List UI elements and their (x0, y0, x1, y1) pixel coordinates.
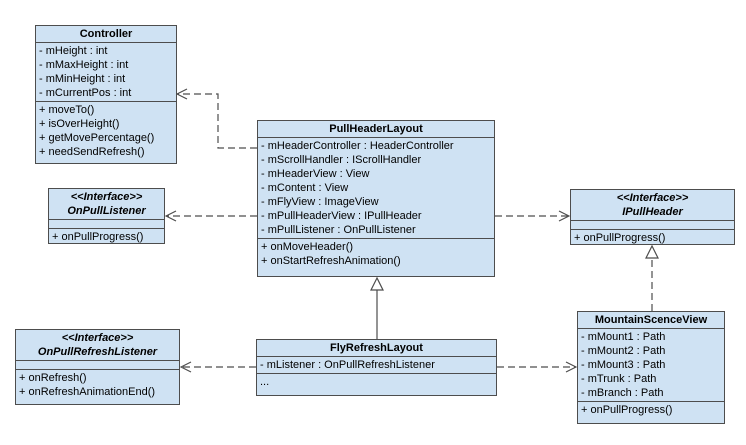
attribute: - mMount2 : Path (581, 345, 666, 357)
attribute: - mFlyView : ImageView (261, 196, 379, 208)
interface-onpullrefreshlistener[interactable]: <<Interface>> OnPullRefreshListener + on… (15, 329, 180, 405)
attribute: - mPullListener : OnPullListener (261, 224, 416, 236)
attribute: - mMinHeight : int (39, 73, 126, 85)
attribute: - mHeaderView : View (261, 168, 370, 180)
method: + onRefreshAnimationEnd() (19, 386, 156, 398)
stereotype: <<Interface>> (61, 332, 134, 344)
attribute: - mHeaderController : HeaderController (261, 140, 454, 152)
class-name: FlyRefreshLayout (257, 340, 496, 357)
inheritance-arrowhead (370, 276, 384, 291)
methods-section: + onPullProgress() (578, 402, 724, 418)
class-name: OnPullRefreshListener (37, 346, 158, 358)
methods-section: + onPullProgress() (49, 229, 164, 245)
attribute: - mTrunk : Path (581, 373, 657, 385)
attribute: - mPullHeaderView : IPullHeader (261, 210, 422, 222)
attribute: - mContent : View (261, 182, 349, 194)
attribute: - mHeight : int (39, 45, 108, 57)
class-name: IPullHeader (622, 206, 683, 218)
method: + needSendRefresh() (39, 146, 145, 158)
class-pullheaderlayout[interactable]: PullHeaderLayout - mHeaderController : H… (257, 120, 495, 277)
stereotype: <<Interface>> (616, 192, 689, 204)
methods-section: + moveTo() + isOverHeight() + getMovePer… (36, 102, 176, 160)
method: + onPullProgress() (52, 231, 144, 243)
interface-ipullheader[interactable]: <<Interface>> IPullHeader + onPullProgre… (570, 189, 735, 245)
class-controller[interactable]: Controller - mHeight : int - mMaxHeight … (35, 25, 177, 164)
realization-arrowhead (645, 244, 659, 259)
attribute: - mMount3 : Path (581, 359, 666, 371)
methods-section: + onRefresh() + onRefreshAnimationEnd() (16, 370, 179, 400)
attribute: - mBranch : Path (581, 387, 664, 399)
class-header: <<Interface>> IPullHeader (571, 190, 734, 221)
method: + onRefresh() (19, 372, 87, 384)
dependency-pullheader-controller (177, 94, 257, 149)
interface-onpulllistener[interactable]: <<Interface>> OnPullListener + onPullPro… (48, 188, 165, 244)
attributes-section: - mHeaderController : HeaderController -… (258, 138, 494, 239)
attributes-section: - mHeight : int - mMaxHeight : int - mMi… (36, 43, 176, 102)
class-header: <<Interface>> OnPullRefreshListener (16, 330, 179, 361)
methods-section: ... (257, 374, 496, 390)
attributes-section (16, 361, 179, 370)
attribute: - mScrollHandler : IScrollHandler (261, 154, 422, 166)
attribute: - mMount1 : Path (581, 331, 666, 343)
attributes-section: - mListener : OnPullRefreshListener (257, 357, 496, 374)
class-name: OnPullListener (67, 205, 146, 217)
class-mountainscenceview[interactable]: MountainScenceView - mMount1 : Path - mM… (577, 311, 725, 424)
attribute: - mCurrentPos : int (39, 87, 132, 99)
class-name: MountainScenceView (578, 312, 724, 329)
method: + onPullProgress() (581, 404, 673, 416)
attributes-section (571, 221, 734, 230)
class-header: <<Interface>> OnPullListener (49, 189, 164, 220)
method: + onPullProgress() (574, 232, 666, 244)
methods-section: + onMoveHeader() + onStartRefreshAnimati… (258, 239, 494, 269)
attributes-section: - mMount1 : Path - mMount2 : Path - mMou… (578, 329, 724, 402)
method: ... (260, 376, 270, 388)
method: + onMoveHeader() (261, 241, 354, 253)
method: + isOverHeight() (39, 118, 120, 130)
class-name: PullHeaderLayout (258, 121, 494, 138)
attribute: - mListener : OnPullRefreshListener (260, 359, 435, 371)
attribute: - mMaxHeight : int (39, 59, 129, 71)
methods-section: + onPullProgress() (571, 230, 734, 246)
class-name: Controller (36, 26, 176, 43)
method: + moveTo() (39, 104, 95, 116)
method: + getMovePercentage() (39, 132, 155, 144)
method: + onStartRefreshAnimation() (261, 255, 401, 267)
stereotype: <<Interface>> (70, 191, 143, 203)
class-flyrefreshlayout[interactable]: FlyRefreshLayout - mListener : OnPullRef… (256, 339, 497, 396)
attributes-section (49, 220, 164, 229)
